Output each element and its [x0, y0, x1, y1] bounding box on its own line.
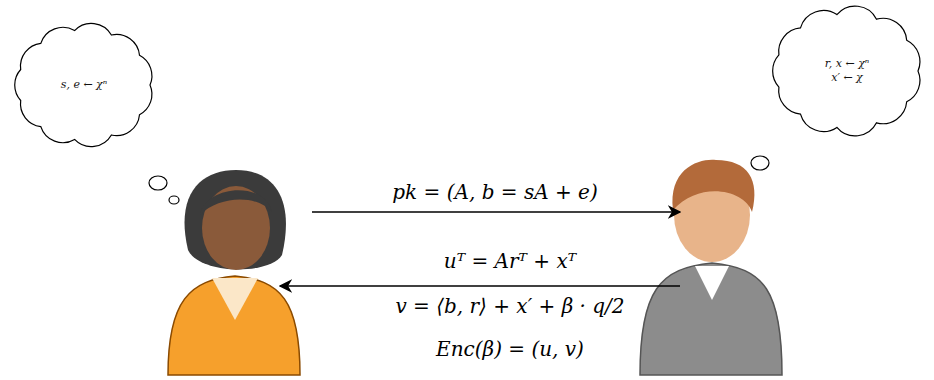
message-arrow: [280, 285, 680, 287]
thought-cloud: r, x ← χⁿx′ ← χ: [768, 6, 926, 136]
formula-label: v = ⟨b, r⟩ + x′ + β · q/2: [395, 294, 624, 318]
thought-cloud: s, e ← χⁿ: [10, 22, 158, 148]
thought-text: s, e ← χⁿ: [61, 78, 107, 92]
formula-label: uᵀ = Arᵀ + xᵀ: [444, 249, 576, 273]
cloud-shape: [15, 23, 152, 146]
thought-text: r, x ← χⁿ: [825, 57, 870, 71]
thought-dot: [751, 156, 769, 170]
cloud-shape: [773, 6, 920, 136]
thought-dot: [149, 176, 167, 190]
formula-label: Enc(β) = (u, v): [436, 337, 584, 361]
alice-figure: [168, 170, 300, 375]
thought-text: x′ ← χ: [831, 71, 863, 85]
message-arrow: [312, 211, 680, 213]
bob-figure: [640, 160, 782, 375]
thought-dot: [169, 196, 179, 204]
formula-label: pk = (A, b = sA + e): [392, 180, 597, 204]
